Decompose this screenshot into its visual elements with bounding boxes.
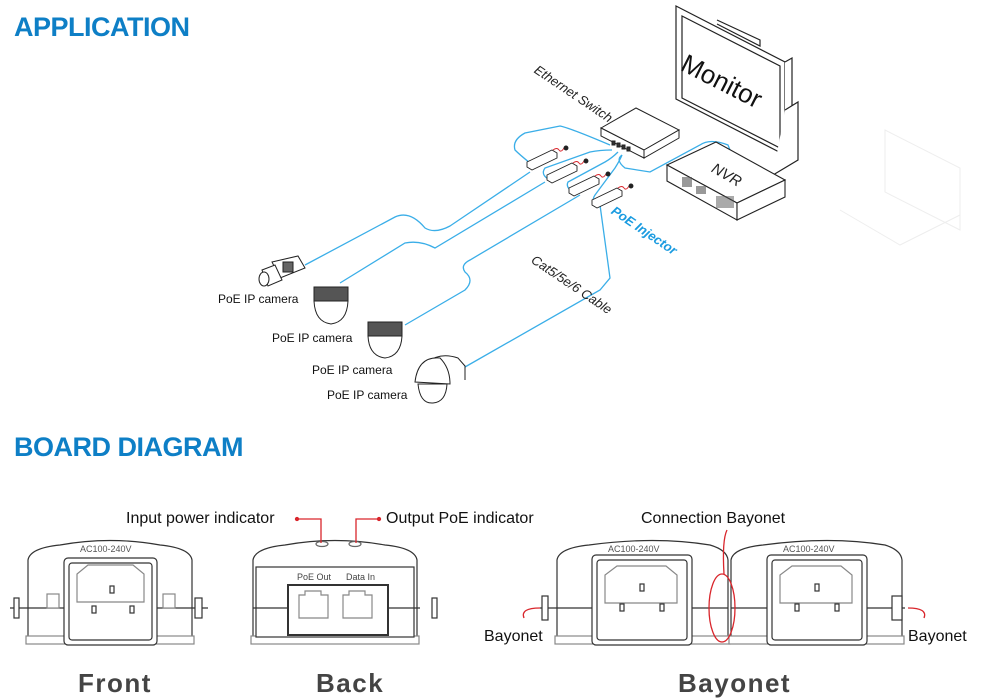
injector-3 (568, 171, 611, 197)
injector-2 (546, 158, 589, 184)
bayonet-caption: Bayonet (678, 668, 792, 698)
cable-inj-switch-1 (513, 125, 611, 164)
camera-label-3: PoE IP camera (312, 363, 393, 377)
data-in-port-label: Data In (346, 572, 376, 582)
ethernet-switch (599, 107, 681, 159)
camera-dome-1 (313, 286, 349, 325)
cable-lines (304, 125, 731, 368)
camera-bullet (258, 255, 306, 287)
poe-injectors (526, 145, 634, 209)
bayonet-left-label: Bayonet (484, 628, 543, 645)
connection-bayonet-label: Connection Bayonet (641, 510, 786, 527)
bayonet-left-rating-label: AC100-240V (608, 544, 660, 554)
front-caption: Front (78, 668, 152, 698)
nvr (665, 141, 787, 221)
injector-1 (526, 145, 569, 171)
monitor (675, 5, 799, 176)
front-unit (10, 539, 208, 646)
camera-label-2: PoE IP camera (272, 331, 353, 345)
bayonet-right-rating-label: AC100-240V (783, 544, 835, 554)
cable-inj-switch-2 (542, 149, 613, 181)
camera-label-4: PoE IP camera (327, 388, 408, 402)
cable-camera-3 (404, 194, 581, 326)
bayonet-unit-left (540, 539, 731, 646)
camera-ptz (414, 355, 466, 404)
bayonet-right-label: Bayonet (908, 628, 967, 645)
back-caption: Back (316, 668, 385, 698)
cable-camera-4 (464, 204, 611, 368)
board-diagram-heading: BOARD DIAGRAM (14, 432, 244, 462)
front-rating-label: AC100-240V (80, 544, 132, 554)
bayonet-markers (522, 529, 926, 643)
cable-camera-1 (304, 171, 531, 266)
application-diagram (258, 5, 961, 404)
watermark-monitor (839, 129, 961, 246)
cable-camera-2 (339, 181, 546, 284)
input-power-indicator-label: Input power indicator (126, 510, 275, 527)
camera-dome-2 (367, 321, 403, 359)
injector-4 (591, 183, 634, 209)
indicator-leaders (294, 516, 382, 543)
cable-switch-nvr (618, 140, 731, 173)
application-heading: APPLICATION (14, 12, 190, 42)
camera-label-1: PoE IP camera (218, 292, 299, 306)
bayonet-unit-right (728, 539, 905, 646)
back-unit (250, 539, 438, 645)
poe-out-port-label: PoE Out (297, 572, 332, 582)
output-poe-indicator-label: Output PoE indicator (386, 510, 534, 527)
